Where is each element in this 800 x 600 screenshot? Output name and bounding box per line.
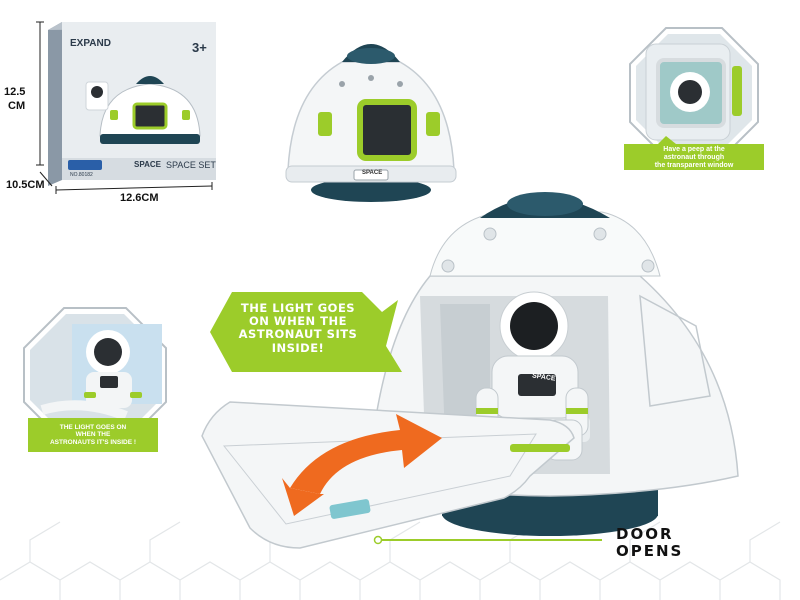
peep-line-2: astronaut through	[663, 154, 725, 162]
small-light-line-3: ASTRONAUTS IT'S INSIDE !	[49, 438, 137, 446]
small-light-line-1: THE LIGHT GOES ON	[59, 424, 127, 431]
peep-callout-box	[624, 136, 764, 170]
small-light-callout-text: THE LIGHT GOES ON WHEN THE ASTRONAUTS IT…	[28, 424, 158, 446]
dimension-lines	[36, 21, 213, 194]
capsule-badge: SPACE	[362, 170, 383, 176]
box-series: SPACE	[134, 160, 161, 169]
capsule-closed-image	[285, 44, 457, 202]
peep-line-1: Have a peep at the	[663, 146, 725, 153]
main-light-line-4: INSIDE!	[271, 340, 325, 355]
box-item-no: NO.80182	[70, 172, 93, 178]
window-closeup-inset	[629, 27, 759, 159]
door-line-1: DOOR	[616, 525, 674, 543]
main-light-line-3: ASTRONAUT SITS	[238, 327, 358, 342]
box-title: SPACE SET	[166, 160, 216, 170]
box-age: 3+	[192, 40, 207, 55]
door-line-2: OPENS	[616, 542, 684, 561]
box-graphic	[48, 22, 216, 186]
depth-label: 10.5CM	[6, 179, 45, 191]
door-pointer-line	[373, 535, 602, 545]
height-value: 12.5	[4, 86, 26, 98]
door-opens-label: DOOR OPENS	[616, 525, 684, 561]
small-light-line-2: WHEN THE	[75, 431, 111, 439]
door-opens-arrow-icon	[282, 414, 442, 516]
peep-callout-text: Have a peep at the astronaut through the…	[624, 146, 764, 170]
light-callout-box-small	[28, 418, 158, 452]
light-callout-box	[210, 292, 402, 372]
height-unit: CM	[8, 100, 26, 112]
product-box: EXPAND 3+ SPACE SPACE SET NO.80182	[40, 18, 220, 188]
main-light-line-2: ON WHEN THE	[248, 314, 348, 329]
main-light-callout-text: THE LIGHT GOES ON WHEN THE ASTRONAUT SIT…	[218, 301, 378, 355]
capsule-open-image	[201, 192, 739, 549]
width-label: 12.6CM	[120, 192, 159, 204]
main-light-line-1: THE LIGHT GOES	[240, 301, 356, 315]
peep-line-3: the transparent window	[654, 162, 734, 170]
box-brand: EXPAND	[70, 38, 111, 49]
